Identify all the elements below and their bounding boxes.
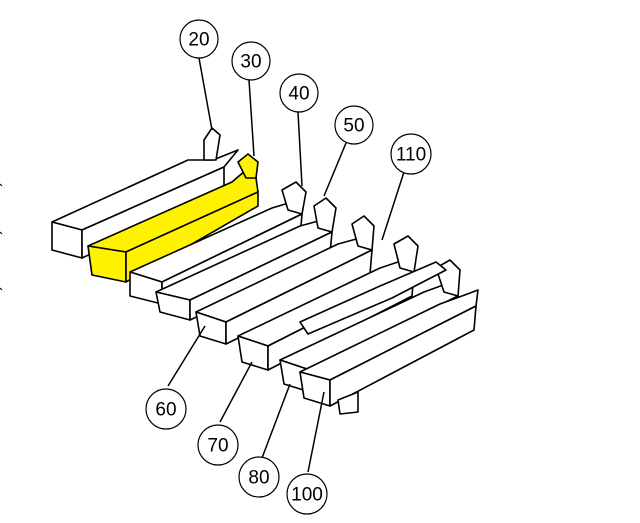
callout-100: 100 — [286, 473, 328, 515]
leader-50 — [323, 142, 347, 197]
callout-60: 60 — [145, 388, 187, 430]
callout-100-label: 100 — [291, 485, 323, 506]
callout-60-label: 60 — [155, 400, 176, 421]
callout-40-label: 40 — [288, 84, 309, 105]
leader-100 — [307, 391, 325, 473]
edge-mark — [0, 231, 3, 235]
part-100-side — [329, 305, 477, 407]
leader-70 — [219, 361, 253, 423]
callout-70: 70 — [197, 424, 239, 466]
callout-30-label: 30 — [240, 52, 261, 73]
part-20-tab — [203, 127, 221, 161]
callout-30: 30 — [231, 41, 271, 81]
part-110[interactable] — [299, 261, 447, 335]
callout-70-label: 70 — [207, 436, 228, 457]
part-100-foot — [337, 391, 359, 415]
callout-20: 20 — [179, 19, 219, 59]
callout-50: 50 — [334, 105, 374, 145]
leader-60 — [167, 325, 206, 387]
part-70-tab — [393, 235, 419, 273]
leader-110 — [381, 171, 405, 241]
callout-20-label: 20 — [188, 30, 209, 51]
edge-mark — [0, 287, 3, 291]
callout-110-label: 110 — [396, 145, 426, 166]
part-30-tab — [237, 153, 259, 179]
callout-80: 80 — [238, 456, 280, 498]
leader-20 — [198, 57, 213, 131]
part-30-front — [87, 245, 127, 283]
part-110-ridge — [299, 261, 447, 335]
callout-110: 110 — [390, 133, 432, 175]
part-40-tab — [281, 181, 307, 215]
leader-80 — [261, 383, 291, 459]
part-60-tab — [351, 215, 375, 251]
callout-40: 40 — [279, 73, 319, 113]
part-100[interactable] — [299, 289, 479, 415]
callout-50-label: 50 — [343, 116, 364, 137]
leader-40 — [297, 111, 303, 187]
leader-30 — [248, 79, 255, 157]
part-50-tab — [313, 197, 337, 233]
edge-mark — [0, 183, 3, 187]
part-60[interactable] — [195, 215, 375, 345]
callout-80-label: 80 — [248, 468, 269, 489]
